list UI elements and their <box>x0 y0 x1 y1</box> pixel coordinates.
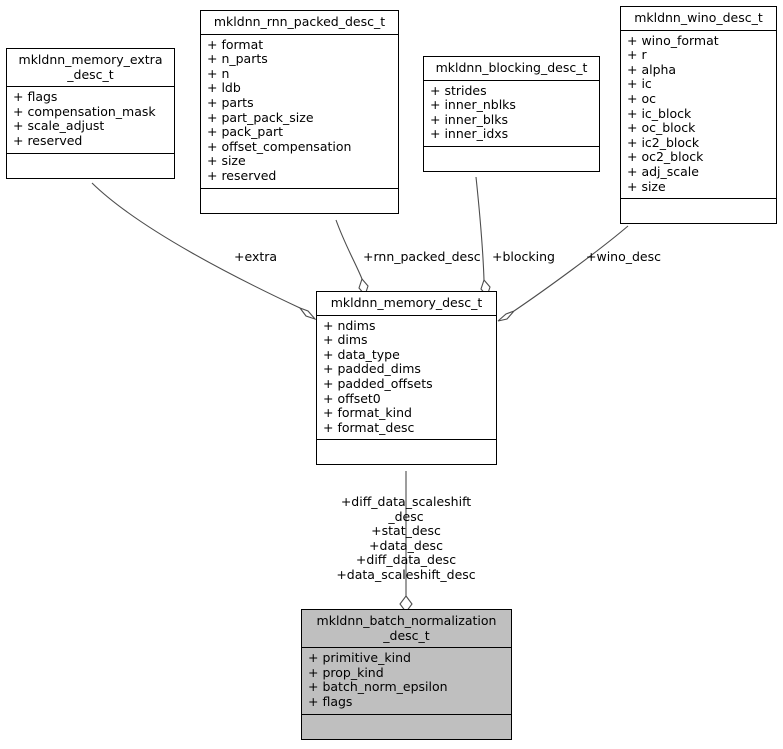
class-divider <box>621 198 776 200</box>
class-methods-blocking-desc <box>424 147 599 171</box>
class-attribute: + flags <box>308 693 353 709</box>
class-attributes-wino-desc: + wino_format + r + alpha + ic + oc + ic… <box>621 31 776 199</box>
class-attribute: + batch_norm_epsilon <box>308 679 448 695</box>
class-attribute: + alpha <box>627 61 677 77</box>
class-methods-memory-desc <box>317 440 496 464</box>
class-attribute: + ic <box>627 76 652 92</box>
class-methods-batch-normalization-desc <box>302 715 511 739</box>
class-divider <box>621 29 776 31</box>
class-attribute: + format_kind <box>323 405 412 421</box>
class-attribute: + size <box>207 153 246 169</box>
class-divider <box>302 647 511 649</box>
class-attributes-rnn-packed-desc: + format + n_parts + n + ldb + parts + p… <box>201 35 398 188</box>
class-attribute: + size <box>627 178 666 194</box>
class-divider <box>317 439 496 441</box>
class-attribute: + oc_block <box>627 120 696 136</box>
class-title-blocking-desc: mkldnn_blocking_desc_t <box>435 60 588 75</box>
class-box-rnn-packed-desc[interactable]: mkldnn_rnn_packed_desc_t + format + n_pa… <box>200 10 399 214</box>
class-attribute: + scale_adjust <box>13 118 105 134</box>
class-attribute: + prop_kind <box>308 664 384 680</box>
class-attribute: + reserved <box>13 132 83 148</box>
class-divider <box>201 187 398 189</box>
class-attributes-memory-desc: + ndims + dims + data_type + padded_dims… <box>317 316 496 440</box>
class-attribute: + inner_nblks <box>430 97 516 113</box>
edge-label-extra: +extra <box>234 249 278 264</box>
class-attribute: + ldb <box>207 80 241 96</box>
class-attribute: + flags <box>13 89 58 105</box>
edge-diamond-extra <box>298 306 317 321</box>
class-attribute: + wino_format <box>627 32 719 48</box>
class-attribute: + part_pack_size <box>207 109 314 125</box>
class-attribute: + oc <box>627 90 656 106</box>
class-attribute: + reserved <box>207 167 277 183</box>
class-box-batch-normalization-desc[interactable]: mkldnn_batch_normalization _desc_t + pri… <box>301 609 512 740</box>
class-attribute: + data_type <box>323 346 400 362</box>
class-attribute: + offset0 <box>323 390 381 406</box>
class-attribute: + format <box>207 36 264 52</box>
class-methods-wino-desc <box>621 199 776 223</box>
class-attribute: + strides <box>430 82 487 98</box>
class-attribute: + padded_dims <box>323 361 421 377</box>
class-attribute: + n_parts <box>207 51 268 67</box>
class-divider <box>424 79 599 81</box>
class-divider <box>7 86 174 88</box>
class-box-wino-desc[interactable]: mkldnn_wino_desc_t + wino_format + r + a… <box>620 6 777 225</box>
class-attributes-blocking-desc: + strides + inner_nblks + inner_blks + i… <box>424 81 599 146</box>
class-attribute: + primitive_kind <box>308 650 411 666</box>
class-attribute: + ic2_block <box>627 134 700 150</box>
class-title-wino-desc: mkldnn_wino_desc_t <box>634 10 763 25</box>
class-box-memory-extra-desc[interactable]: mkldnn_memory_extra _desc_t + flags + co… <box>6 48 175 179</box>
class-divider <box>201 33 398 35</box>
class-title-memory-desc: mkldnn_memory_desc_t <box>330 295 483 310</box>
class-box-memory-desc[interactable]: mkldnn_memory_desc_t + ndims + dims + da… <box>316 291 497 466</box>
edge-label-rnn-packed-desc: +rnn_packed_desc <box>363 249 481 264</box>
class-attribute: + offset_compensation <box>207 138 352 154</box>
class-attribute: + parts <box>207 94 254 110</box>
class-attributes-batch-normalization-desc: + primitive_kind + prop_kind + batch_nor… <box>302 648 511 713</box>
edge-diamond-wino <box>497 310 515 322</box>
class-divider <box>302 713 511 715</box>
class-attribute: + pack_part <box>207 124 284 140</box>
class-methods-memory-extra-desc <box>7 154 174 178</box>
class-attribute: + inner_blks <box>430 111 509 127</box>
class-attribute: + n <box>207 65 230 81</box>
class-attribute: + inner_idxs <box>430 126 509 142</box>
class-title-rnn-packed-desc: mkldnn_rnn_packed_desc_t <box>213 14 386 29</box>
class-box-blocking-desc[interactable]: mkldnn_blocking_desc_t + strides + inner… <box>423 56 600 172</box>
class-attribute: + oc2_block <box>627 149 704 165</box>
class-attribute: + dims <box>323 332 368 348</box>
class-divider <box>7 152 174 154</box>
class-title-memory-extra-desc: mkldnn_memory_extra _desc_t <box>18 52 163 82</box>
edge-label-wino-desc: +wino_desc <box>586 249 661 264</box>
edge-label-batch-normalization-text: +diff_data_scaleshift _desc +stat_desc +… <box>336 494 476 582</box>
class-methods-rnn-packed-desc <box>201 189 398 213</box>
edge-line-wino <box>513 225 629 312</box>
edge-label-blocking: +blocking <box>492 249 555 264</box>
class-attribute: + compensation_mask <box>13 103 156 119</box>
class-attribute: + adj_scale <box>627 163 699 179</box>
class-attribute: + padded_offsets <box>323 375 433 391</box>
class-attribute: + ndims <box>323 317 376 333</box>
class-divider <box>317 314 496 316</box>
class-attribute: + ic_block <box>627 105 692 121</box>
class-title-batch-normalization-desc: mkldnn_batch_normalization _desc_t <box>316 613 497 643</box>
class-attribute: + format_desc <box>323 419 415 435</box>
class-attributes-memory-extra-desc: + flags + compensation_mask + scale_adju… <box>7 87 174 152</box>
class-divider <box>424 145 599 147</box>
class-attribute: + r <box>627 47 647 63</box>
